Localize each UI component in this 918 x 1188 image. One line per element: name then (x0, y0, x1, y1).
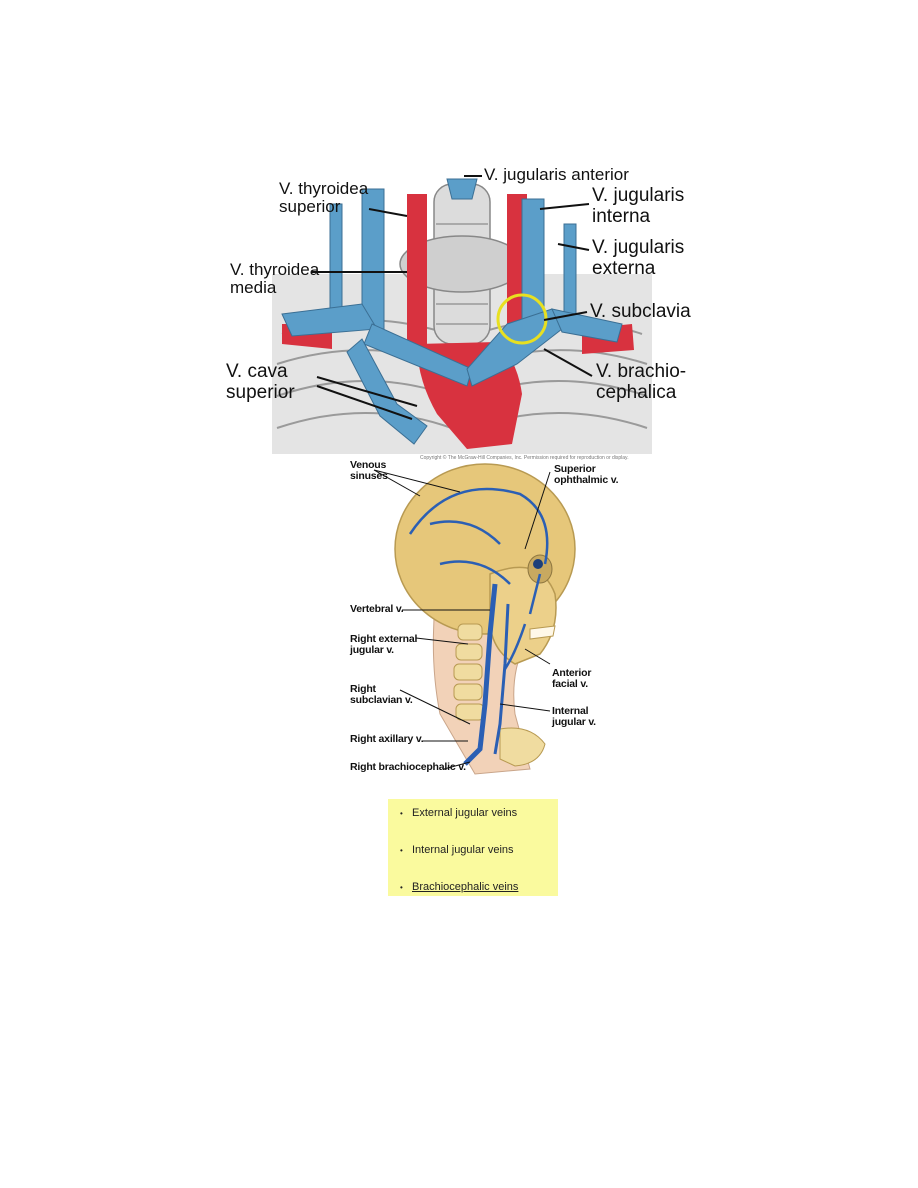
label-brachiocephalica: V. brachio- cephalica (596, 361, 687, 403)
legend-item: • External jugular veins (400, 807, 517, 819)
label-right-axillary: Right axillary v. (350, 733, 424, 745)
bullet-icon: • (400, 882, 403, 892)
label-anterior-facial: Anterior facial v. (552, 667, 592, 691)
legend-item-label: Internal jugular veins (412, 844, 514, 856)
vein-legend-box: • External jugular veins • Internal jugula… (388, 799, 558, 896)
label-subclavia: V. subclavia (590, 301, 691, 322)
head-neck-veins-figure: Copyright © The McGraw-Hill Companies, I… (340, 454, 640, 779)
legend-item: • Brachiocephalic veins (400, 881, 518, 893)
label-internal-jugular: Internal jugular v. (552, 705, 596, 729)
bullet-icon: • (400, 808, 403, 818)
label-thyroidea-superior: V. thyroidea superior (279, 179, 369, 217)
bullet-icon: • (400, 845, 403, 855)
thoracic-veins-illustration (272, 175, 652, 454)
label-jugularis-interna: V. jugularis interna (592, 185, 685, 227)
legend-item: • Internal jugular veins (400, 844, 514, 856)
label-right-subclavian: Right subclavian v. (350, 683, 413, 707)
label-cava-superior: V. cava superior (226, 361, 295, 403)
label-jugularis-anterior: V. jugularis anterior (484, 165, 629, 184)
label-vertebral: Vertebral v. (350, 603, 404, 615)
legend-item-label: External jugular veins (412, 807, 518, 819)
legend-item-label: Brachiocephalic veins (412, 881, 519, 893)
label-superior-ophthalmic: Superior ophthalmic v. (554, 463, 619, 487)
label-venous-sinuses: Venous sinuses (350, 459, 388, 483)
copyright-notice: Copyright © The McGraw-Hill Companies, I… (420, 455, 629, 461)
label-jugularis-externa: V. jugularis externa (592, 237, 685, 279)
label-right-brachiocephalic: Right brachiocephalic v. (350, 761, 466, 773)
thoracic-veins-figure: V. jugularis anterior V. thyroidea super… (222, 164, 698, 454)
head-neck-illustration (373, 463, 576, 775)
label-thyroidea-media: V. thyroidea media (230, 260, 320, 298)
label-right-external-jugular: Right external jugular v. (350, 633, 418, 657)
